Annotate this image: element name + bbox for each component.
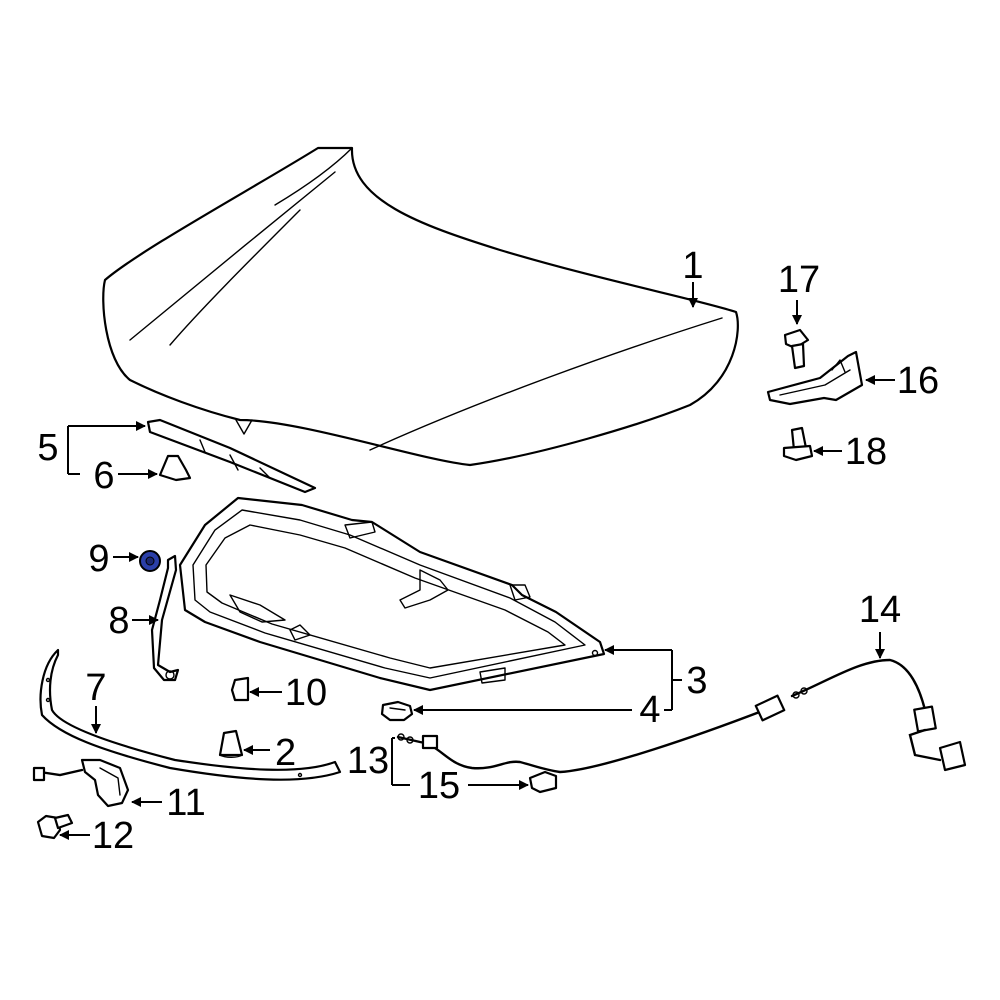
prop-rod-grommet[interactable] (139, 550, 161, 572)
hood-front-strip[interactable] (146, 418, 317, 494)
hinge-bolt-upper[interactable] (783, 328, 810, 370)
callout-labels: 1 2 3 4 5 6 7 8 9 10 11 12 13 14 15 16 1… (37, 245, 939, 857)
callout-2: 2 (275, 732, 296, 774)
callout-1: 1 (682, 245, 703, 287)
callout-9: 9 (88, 538, 109, 580)
cable-clip[interactable] (528, 770, 558, 794)
callout-11: 11 (166, 782, 205, 824)
hood-hinge[interactable] (766, 350, 864, 406)
strip-clip[interactable] (158, 454, 192, 482)
callout-7: 7 (85, 667, 106, 709)
hood-release-cable-front[interactable] (396, 706, 772, 774)
callout-14: 14 (859, 589, 901, 631)
leader-lines (59, 282, 895, 840)
hood-bumper[interactable] (218, 729, 244, 758)
hood-insulator[interactable] (178, 496, 606, 692)
callout-4: 4 (639, 689, 660, 731)
callout-17: 17 (778, 259, 820, 301)
callout-6: 6 (93, 455, 114, 497)
callout-16: 16 (897, 360, 939, 402)
prop-rod-holder[interactable] (230, 676, 250, 702)
hood-panel[interactable] (102, 146, 739, 467)
callout-5: 5 (37, 427, 58, 469)
callout-13: 13 (347, 740, 389, 782)
callout-10: 10 (285, 672, 327, 714)
callout-18: 18 (845, 431, 887, 473)
callout-3: 3 (686, 660, 707, 702)
hinge-bolt-lower[interactable] (782, 426, 814, 462)
hood-latch[interactable] (32, 758, 130, 808)
callout-8: 8 (108, 600, 129, 642)
hood-prop-rod[interactable] (150, 554, 180, 682)
hood-release-cable-rear[interactable] (754, 658, 967, 772)
callout-15: 15 (418, 765, 460, 807)
insulator-clip[interactable] (380, 700, 414, 722)
callout-12: 12 (92, 815, 134, 857)
front-seal[interactable] (39, 648, 342, 781)
